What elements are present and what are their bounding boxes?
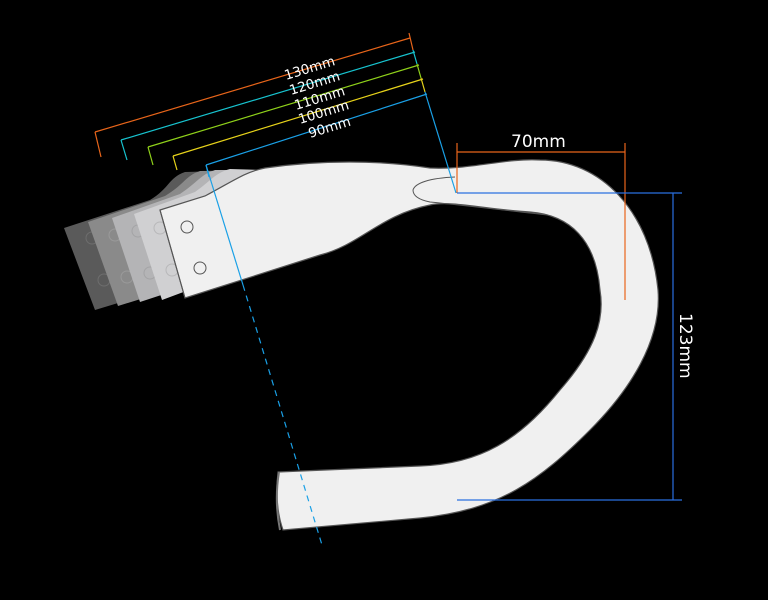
reach-label: 70mm xyxy=(511,132,566,152)
stem-reach-dimensions xyxy=(94,32,457,546)
drop-label: 123mm xyxy=(675,313,695,379)
handlebar-body xyxy=(159,159,659,531)
reach-dimension xyxy=(456,143,626,300)
bolt-hole-bottom xyxy=(193,261,207,275)
drop-dimension xyxy=(457,192,682,501)
handlebar-end-line xyxy=(275,471,281,531)
stem-reach-labels: 130mm 120mm 110mm 100mm 90mm xyxy=(282,53,352,142)
clamp-detail xyxy=(412,176,549,216)
bolt-hole-top xyxy=(180,220,194,234)
